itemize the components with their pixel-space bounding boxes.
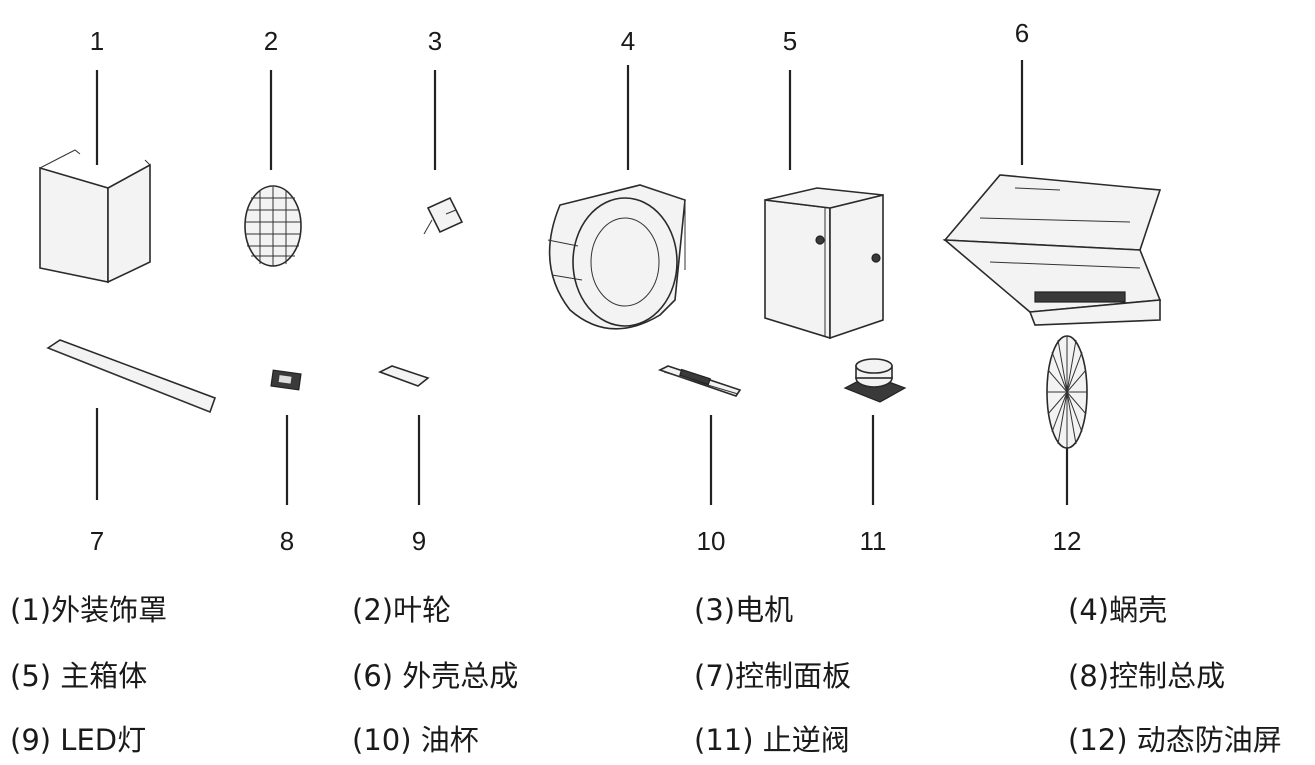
part-decorative-cover <box>39 149 151 284</box>
part-oil-cup <box>657 365 742 397</box>
callout-number-9: 9 <box>411 526 427 556</box>
exploded-parts-diagram: 1 2 3 4 5 6 7 8 9 10 11 12 <box>39 18 1162 556</box>
part-volute <box>547 184 686 330</box>
legend-item-11: (11) 止逆阀 <box>694 723 850 757</box>
callout-number-2: 2 <box>263 26 279 56</box>
part-control-assembly <box>270 369 302 391</box>
callout-number-1: 1 <box>89 26 105 56</box>
legend-item-8: (8)控制总成 <box>1068 659 1226 693</box>
legend-item-9: (9) LED灯 <box>10 723 147 757</box>
legend-item-7: (7)控制面板 <box>694 659 852 693</box>
legend-item-1: (1)外装饰罩 <box>10 593 168 627</box>
part-motor <box>423 196 464 235</box>
part-check-valve <box>843 358 907 403</box>
parts-drawing <box>39 60 1162 505</box>
legend-item-6: (6) 外壳总成 <box>352 659 519 693</box>
callout-number-7: 7 <box>89 526 105 556</box>
part-dynamic-oil-screen <box>1046 335 1088 449</box>
legend-item-4: (4)蜗壳 <box>1068 593 1168 627</box>
callout-number-12: 12 <box>1052 526 1082 556</box>
legend-item-5: (5) 主箱体 <box>10 659 148 693</box>
part-housing-assembly <box>942 174 1162 326</box>
callout-number-8: 8 <box>279 526 295 556</box>
legend-item-12: (12) 动态防油屏 <box>1068 723 1282 757</box>
part-main-box <box>764 187 884 340</box>
callout-number-6: 6 <box>1014 18 1030 48</box>
parts-legend: (1)外装饰罩 (2)叶轮 (3)电机 (4)蜗壳 (5) 主箱体 (6) 外壳… <box>0 580 1315 765</box>
part-led-light <box>377 365 430 387</box>
legend-item-10: (10) 油杯 <box>352 723 479 757</box>
legend-item-2: (2)叶轮 <box>352 593 452 627</box>
callout-number-4: 4 <box>620 26 636 56</box>
callout-number-3: 3 <box>427 26 443 56</box>
callout-number-10: 10 <box>696 526 726 556</box>
part-control-panel <box>46 339 217 414</box>
legend-item-3: (3)电机 <box>694 593 794 627</box>
callout-number-11: 11 <box>859 526 887 556</box>
callout-number-5: 5 <box>782 26 798 56</box>
part-impeller <box>244 185 302 267</box>
